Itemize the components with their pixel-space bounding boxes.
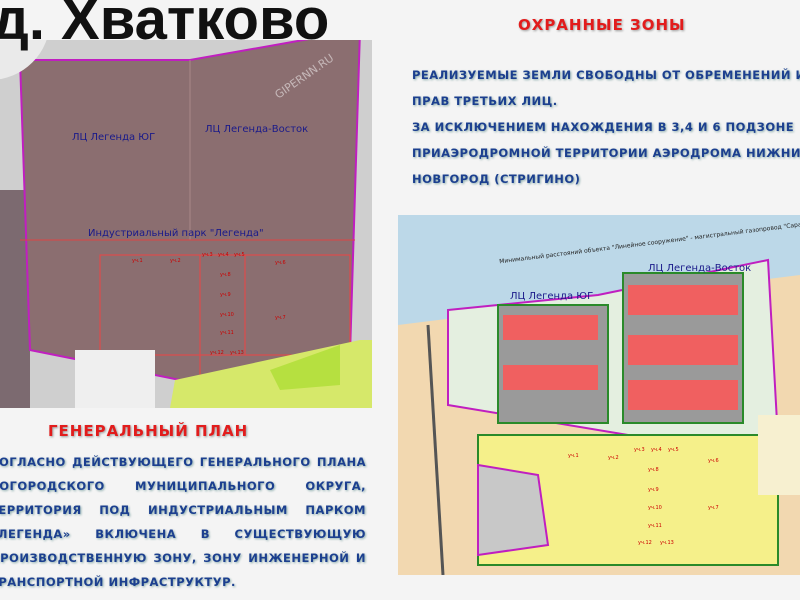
plot-label: уч.11 [648, 523, 662, 529]
plot-label: уч.13 [660, 540, 674, 546]
plot-label: уч.12 [210, 350, 224, 356]
text-line: ТРАНСПОРТНОЙ ИНФРАСТРУКТУР. [0, 575, 236, 589]
text-line: ПРИАЭРОДРОМНОЙ ТЕРРИТОРИИ АЭРОДРОМА НИЖН… [412, 146, 800, 160]
label-east: ЛЦ Легенда-Восток [205, 124, 309, 135]
text-line: ПРАВ ТРЕТЬИХ ЛИЦ. [412, 94, 558, 108]
protection-zones-map: Минимальный расстояний объекта "Линейное… [398, 215, 800, 575]
plot-label: уч.6 [275, 260, 286, 266]
village-title: д. Хватково [0, 0, 330, 52]
general-plan-heading: ГЕНЕРАЛЬНЫЙ ПЛАН [48, 422, 249, 440]
plot-label: уч.13 [230, 350, 244, 356]
plot-label: уч.10 [220, 312, 234, 318]
text-line: БОГОРОДСКОГО МУНИЦИПАЛЬНОГО ОКРУГА, [0, 479, 366, 493]
plot-label: уч.5 [234, 252, 245, 258]
general-plan-text: СОГЛАСНО ДЕЙСТВУЮЩЕГО ГЕНЕРАЛЬНОГО ПЛАНА… [0, 450, 366, 594]
plot-label: уч.7 [708, 505, 719, 511]
plot-label: уч.1 [132, 258, 143, 264]
text-line: РЕАЛИЗУЕМЫЕ ЗЕМЛИ СВОБОДНЫ ОТ ОБРЕМЕНЕНИ… [412, 68, 800, 82]
plot-label: уч.7 [275, 315, 286, 321]
plot-label: уч.8 [220, 272, 231, 278]
plot-label: уч.2 [170, 258, 181, 264]
label-south: ЛЦ Легенда ЮГ [510, 291, 594, 302]
protection-zones-map-graphic [398, 215, 800, 575]
label-park: Индустриальный парк "Легенда" [88, 228, 264, 239]
label-east: ЛЦ Легенда-Восток [648, 263, 752, 274]
text-line: СОГЛАСНО ДЕЙСТВУЮЩЕГО ГЕНЕРАЛЬНОГО ПЛАНА [0, 455, 366, 469]
text-line: НОВГОРОД (СТРИГИНО) [412, 172, 581, 186]
plot-label: уч.4 [218, 252, 229, 258]
plot-label: уч.3 [202, 252, 213, 258]
plot-label: уч.3 [634, 447, 645, 453]
plot-label: уч.1 [568, 453, 579, 459]
text-line: ПРОИЗВОДСТВЕННУЮ ЗОНУ, ЗОНУ ИНЖЕНЕРНОЙ И [0, 551, 366, 565]
general-plan-map: ЛЦ Легенда ЮГ ЛЦ Легенда-Восток Индустри… [0, 40, 372, 408]
protection-zones-heading: ОХРАННЫЕ ЗОНЫ [518, 16, 686, 34]
plot-label: уч.6 [708, 458, 719, 464]
plot-label: уч.10 [648, 505, 662, 511]
text-line: ТЕРРИТОРИЯ ПОД ИНДУСТРИАЛЬНЫМ ПАРКОМ [0, 503, 366, 517]
protection-zones-text: РЕАЛИЗУЕМЫЕ ЗЕМЛИ СВОБОДНЫ ОТ ОБРЕМЕНЕНИ… [412, 62, 800, 192]
plot-label: уч.12 [638, 540, 652, 546]
plot-label: уч.9 [648, 487, 659, 493]
text-line: «ЛЕГЕНДА» ВКЛЮЧЕНА В СУЩЕСТВУЮЩУЮ [0, 527, 366, 541]
plot-label: уч.9 [220, 292, 231, 298]
plot-label: уч.2 [608, 455, 619, 461]
general-plan-map-graphic [0, 40, 372, 408]
plot-label: уч.5 [668, 447, 679, 453]
plot-label: уч.8 [648, 467, 659, 473]
text-line: ЗА ИСКЛЮЧЕНИЕМ НАХОЖДЕНИЯ В 3,4 И 6 ПОДЗ… [412, 120, 795, 134]
plot-label: уч.11 [220, 330, 234, 336]
label-south: ЛЦ Легенда ЮГ [72, 132, 156, 143]
plot-label: уч.4 [651, 447, 662, 453]
